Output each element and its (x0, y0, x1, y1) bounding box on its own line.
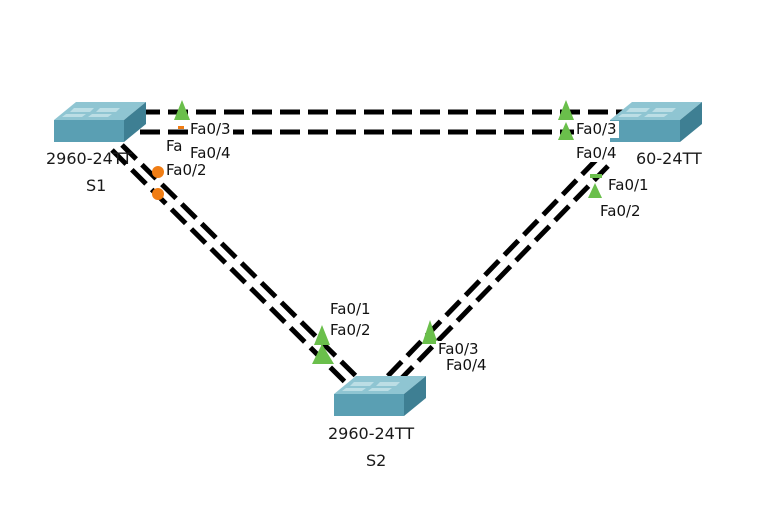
port-label-s3-fa01: Fa0/1 (606, 176, 651, 194)
port-label-s1-fa01-partial: Fa (164, 137, 185, 155)
port-label-s2-fa01: Fa0/1 (328, 300, 373, 318)
s3-model-label: 60-24TT (636, 149, 702, 168)
link-s1-s2-fa02[interactable] (110, 148, 350, 387)
port-label-s3-fa02: Fa0/2 (598, 202, 643, 220)
port-up-triangle-icon (314, 325, 330, 345)
s1-name-label: S1 (86, 176, 107, 195)
link-s1-s2-fa01[interactable] (120, 143, 364, 384)
port-label-s1-fa03: Fa0/3 (188, 120, 233, 138)
port-label-s2-fa04: Fa0/4 (444, 356, 489, 374)
port-blocking-circle-icon (152, 166, 164, 178)
link-s3-s2-fa02[interactable] (393, 164, 610, 387)
link-s3-s2-fa01[interactable] (380, 158, 598, 384)
port-blocking-circle-icon (152, 188, 164, 200)
s2-model-label: 2960-24TT (328, 424, 415, 443)
port-up-triangle-icon (174, 100, 190, 120)
switch-s1-icon[interactable] (54, 102, 146, 142)
port-up-triangle-icon (558, 100, 574, 120)
port-label-s1-fa02: Fa0/2 (164, 161, 209, 179)
port-label-s3-fa03: Fa0/3 (574, 120, 619, 138)
port-label-s2-fa03: Fa0/3 (436, 340, 481, 358)
switch-s3-icon[interactable] (610, 102, 702, 142)
s1-model-label: 2960-24TT (46, 149, 133, 168)
port-indicators (152, 100, 602, 364)
switch-s2-icon[interactable] (334, 376, 426, 416)
port-up-triangle-icon (312, 344, 334, 364)
port-up-triangle-icon (422, 320, 438, 344)
port-label-s3-fa04: Fa0/4 (574, 144, 619, 162)
port-blocking-dash-icon (178, 126, 184, 129)
s2-name-label: S2 (366, 451, 387, 470)
port-up-triangle-icon (558, 122, 574, 140)
port-up-triangle-icon (588, 183, 602, 198)
port-label-s1-fa04: Fa0/4 (188, 144, 233, 162)
port-label-s2-fa02: Fa0/2 (328, 321, 373, 339)
port-up-dash-icon (590, 174, 602, 178)
